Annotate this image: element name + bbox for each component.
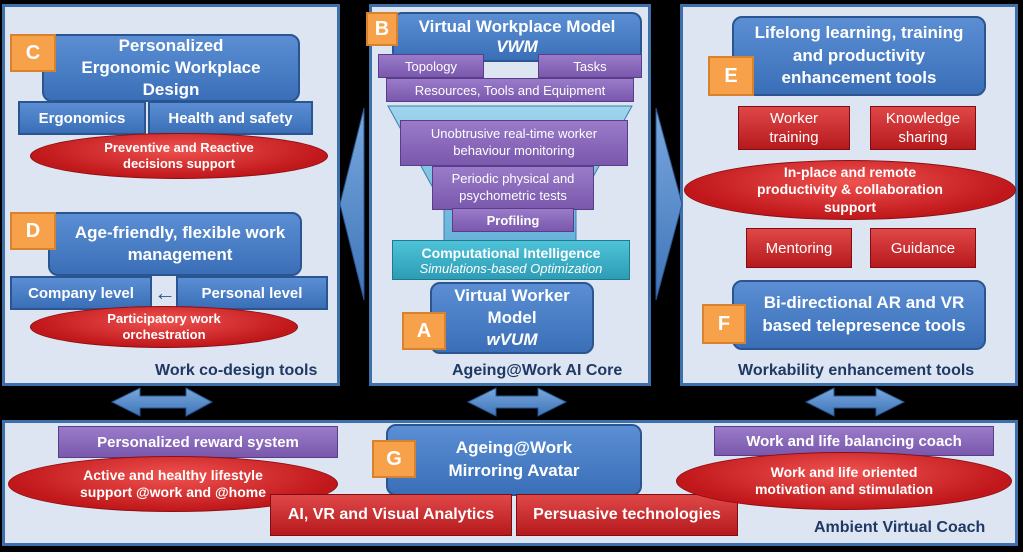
mentoring-box[interactable]: Mentoring	[746, 228, 852, 268]
double-arrow-left	[110, 387, 214, 417]
productivity-collaboration-ellipse[interactable]: In-place and remote productivity & colla…	[684, 160, 1016, 220]
periodic-tests-box[interactable]: Periodic physical and psychometric tests	[432, 166, 594, 210]
motivation-stimulation-ellipse[interactable]: Work and life oriented motivation and st…	[676, 452, 1012, 510]
tag-f: F	[702, 304, 746, 344]
tasks-box[interactable]: Tasks	[538, 54, 642, 78]
preventive-reactive-ellipse[interactable]: Preventive and Reactive decisions suppor…	[30, 133, 328, 179]
healthy-lifestyle-ellipse[interactable]: Active and healthy lifestyle support @wo…	[8, 456, 338, 512]
virtual-worker-model-box[interactable]: Virtual Worker Model wVUM	[430, 282, 594, 354]
ergonomics-box[interactable]: Ergonomics	[18, 101, 146, 135]
tag-g: G	[372, 440, 416, 478]
flexible-work-management-box[interactable]: Age-friendly, flexible work management	[48, 212, 302, 276]
vwm-box[interactable]: Virtual Workplace Model VWM	[392, 12, 642, 62]
ai-vr-analytics-box[interactable]: AI, VR and Visual Analytics	[270, 494, 512, 536]
avatar-title: Ageing@Work Mirroring Avatar	[448, 438, 580, 480]
computational-intelligence-box[interactable]: Computational Intelligence Simulations-b…	[392, 240, 630, 280]
vwmodel-title: Virtual Worker Model	[454, 285, 570, 327]
ci-title: Computational Intelligence	[421, 244, 601, 261]
tag-c: C	[10, 34, 56, 72]
vwmodel-subtitle: wVUM	[486, 330, 538, 350]
double-arrow-center	[466, 387, 568, 417]
work-co-design-caption: Work co-design tools	[155, 362, 318, 379]
tag-b: B	[366, 12, 398, 46]
topology-box[interactable]: Topology	[378, 54, 484, 78]
ar-vr-telepresence-box[interactable]: Bi-directional AR and VR based teleprese…	[732, 280, 986, 350]
tag-d: D	[10, 212, 56, 250]
company-level-box[interactable]: Company level	[10, 276, 152, 310]
knowledge-sharing-box[interactable]: Knowledge sharing	[870, 106, 976, 150]
personal-level-box[interactable]: Personal level	[176, 276, 328, 310]
persuasive-tech-box[interactable]: Persuasive technologies	[516, 494, 738, 536]
guidance-box[interactable]: Guidance	[870, 228, 976, 268]
tag-e: E	[708, 56, 754, 96]
ci-subtitle: Simulations-based Optimization	[419, 260, 603, 276]
health-safety-box[interactable]: Health and safety	[148, 101, 313, 135]
ambient-coach-caption: Ambient Virtual Coach	[814, 519, 986, 536]
left-arrow-icon: ←	[154, 280, 176, 305]
right-chevron-arrow	[655, 107, 683, 301]
resources-box[interactable]: Resources, Tools and Equipment	[386, 78, 634, 102]
ai-core-caption: Ageing@Work AI Core	[452, 362, 623, 379]
behaviour-monitoring-box[interactable]: Unobtrusive real-time worker behaviour m…	[400, 120, 628, 166]
vwm-subtitle: VWM	[496, 37, 538, 56]
ergonomic-design-box[interactable]: Personalized Ergonomic Workplace Design	[42, 34, 300, 102]
left-chevron-arrow	[339, 107, 365, 301]
participatory-orchestration-ellipse[interactable]: Participatory work orchestration	[30, 306, 298, 348]
vwm-title: Virtual Workplace Model	[418, 17, 616, 36]
worker-training-box[interactable]: Worker training	[738, 106, 850, 150]
tag-a: A	[402, 312, 446, 350]
workability-caption: Workability enhancement tools	[738, 362, 975, 379]
double-arrow-right	[804, 387, 906, 417]
profiling-box[interactable]: Profiling	[452, 208, 574, 232]
